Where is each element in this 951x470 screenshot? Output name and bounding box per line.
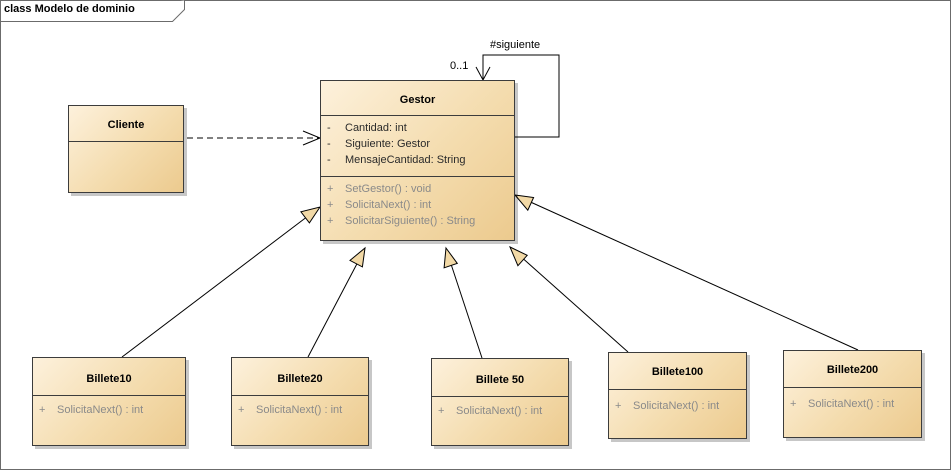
- class-gestor[interactable]: Gestor -Cantidad: int -Siguiente: Gestor…: [320, 80, 515, 241]
- class-billete200[interactable]: Billete200 +SolicitaNext() : int: [783, 350, 922, 438]
- self-association-role-label: #siguiente: [490, 39, 541, 51]
- operation-row: +SolicitaNext() : int: [438, 405, 543, 417]
- class-cliente[interactable]: Cliente: [68, 105, 184, 193]
- class-billete20[interactable]: Billete20 +SolicitaNext() : int: [231, 357, 369, 446]
- operation-row: +SolicitaNext() : int: [790, 398, 895, 410]
- class-billete10-operations: +SolicitaNext() : int: [33, 395, 185, 422]
- operation-row: +SetGestor() : void: [327, 183, 432, 195]
- class-billete50-name: Billete 50: [475, 374, 525, 386]
- operation-row: +SolicitaNext() : int: [39, 404, 144, 416]
- class-billete20-name: Billete20: [277, 373, 323, 385]
- generalization-head-billete100: [509, 245, 529, 267]
- operation-row: +SolicitaNext() : int: [615, 400, 720, 412]
- generalization-billete20: [307, 257, 361, 358]
- attribute-row: -Cantidad: int: [327, 122, 407, 134]
- generalization-billete50: [449, 260, 483, 359]
- frame-tab-outline: [0, 0, 185, 22]
- class-billete100-name: Billete100: [651, 366, 704, 378]
- class-billete50[interactable]: Billete 50 +SolicitaNext() : int: [431, 358, 569, 446]
- generalization-head-billete200: [513, 194, 535, 212]
- class-gestor-attributes: -Cantidad: int -Siguiente: Gestor -Mensa…: [321, 115, 514, 176]
- class-billete200-operations: +SolicitaNext() : int: [784, 387, 921, 416]
- generalization-billete100: [518, 254, 629, 353]
- generalization-head-billete20: [349, 246, 366, 268]
- attribute-row: -Siguiente: Gestor: [327, 138, 430, 150]
- operation-row: +SolicitaNext() : int: [327, 199, 432, 211]
- class-gestor-operations: +SetGestor() : void +SolicitaNext() : in…: [321, 176, 514, 229]
- operation-row: +SolicitaNext() : int: [238, 404, 343, 416]
- class-cliente-body: [69, 141, 183, 192]
- class-billete10[interactable]: Billete10 +SolicitaNext() : int: [32, 357, 186, 446]
- class-billete10-name: Billete10: [86, 373, 132, 385]
- operation-row: +SolicitarSiguiente() : String: [327, 215, 476, 227]
- self-association-multiplicity-label: 0..1: [450, 60, 469, 72]
- class-cliente-name: Cliente: [107, 119, 145, 131]
- frame-title: class Modelo de dominio: [4, 3, 135, 15]
- class-billete100-operations: +SolicitaNext() : int: [609, 389, 746, 418]
- attribute-row: -MensajeCantidad: String: [327, 154, 466, 166]
- self-association-line: [482, 54, 560, 138]
- generalization-billete10: [121, 212, 313, 358]
- generalization-billete200: [525, 199, 859, 351]
- generalization-head-billete50: [443, 246, 459, 269]
- class-gestor-name: Gestor: [399, 94, 436, 106]
- class-billete100[interactable]: Billete100 +SolicitaNext() : int: [608, 352, 747, 439]
- generalization-head-billete10: [300, 206, 322, 224]
- class-billete50-operations: +SolicitaNext() : int: [432, 396, 568, 423]
- class-billete200-name: Billete200: [826, 364, 879, 376]
- class-billete20-operations: +SolicitaNext() : int: [232, 395, 368, 422]
